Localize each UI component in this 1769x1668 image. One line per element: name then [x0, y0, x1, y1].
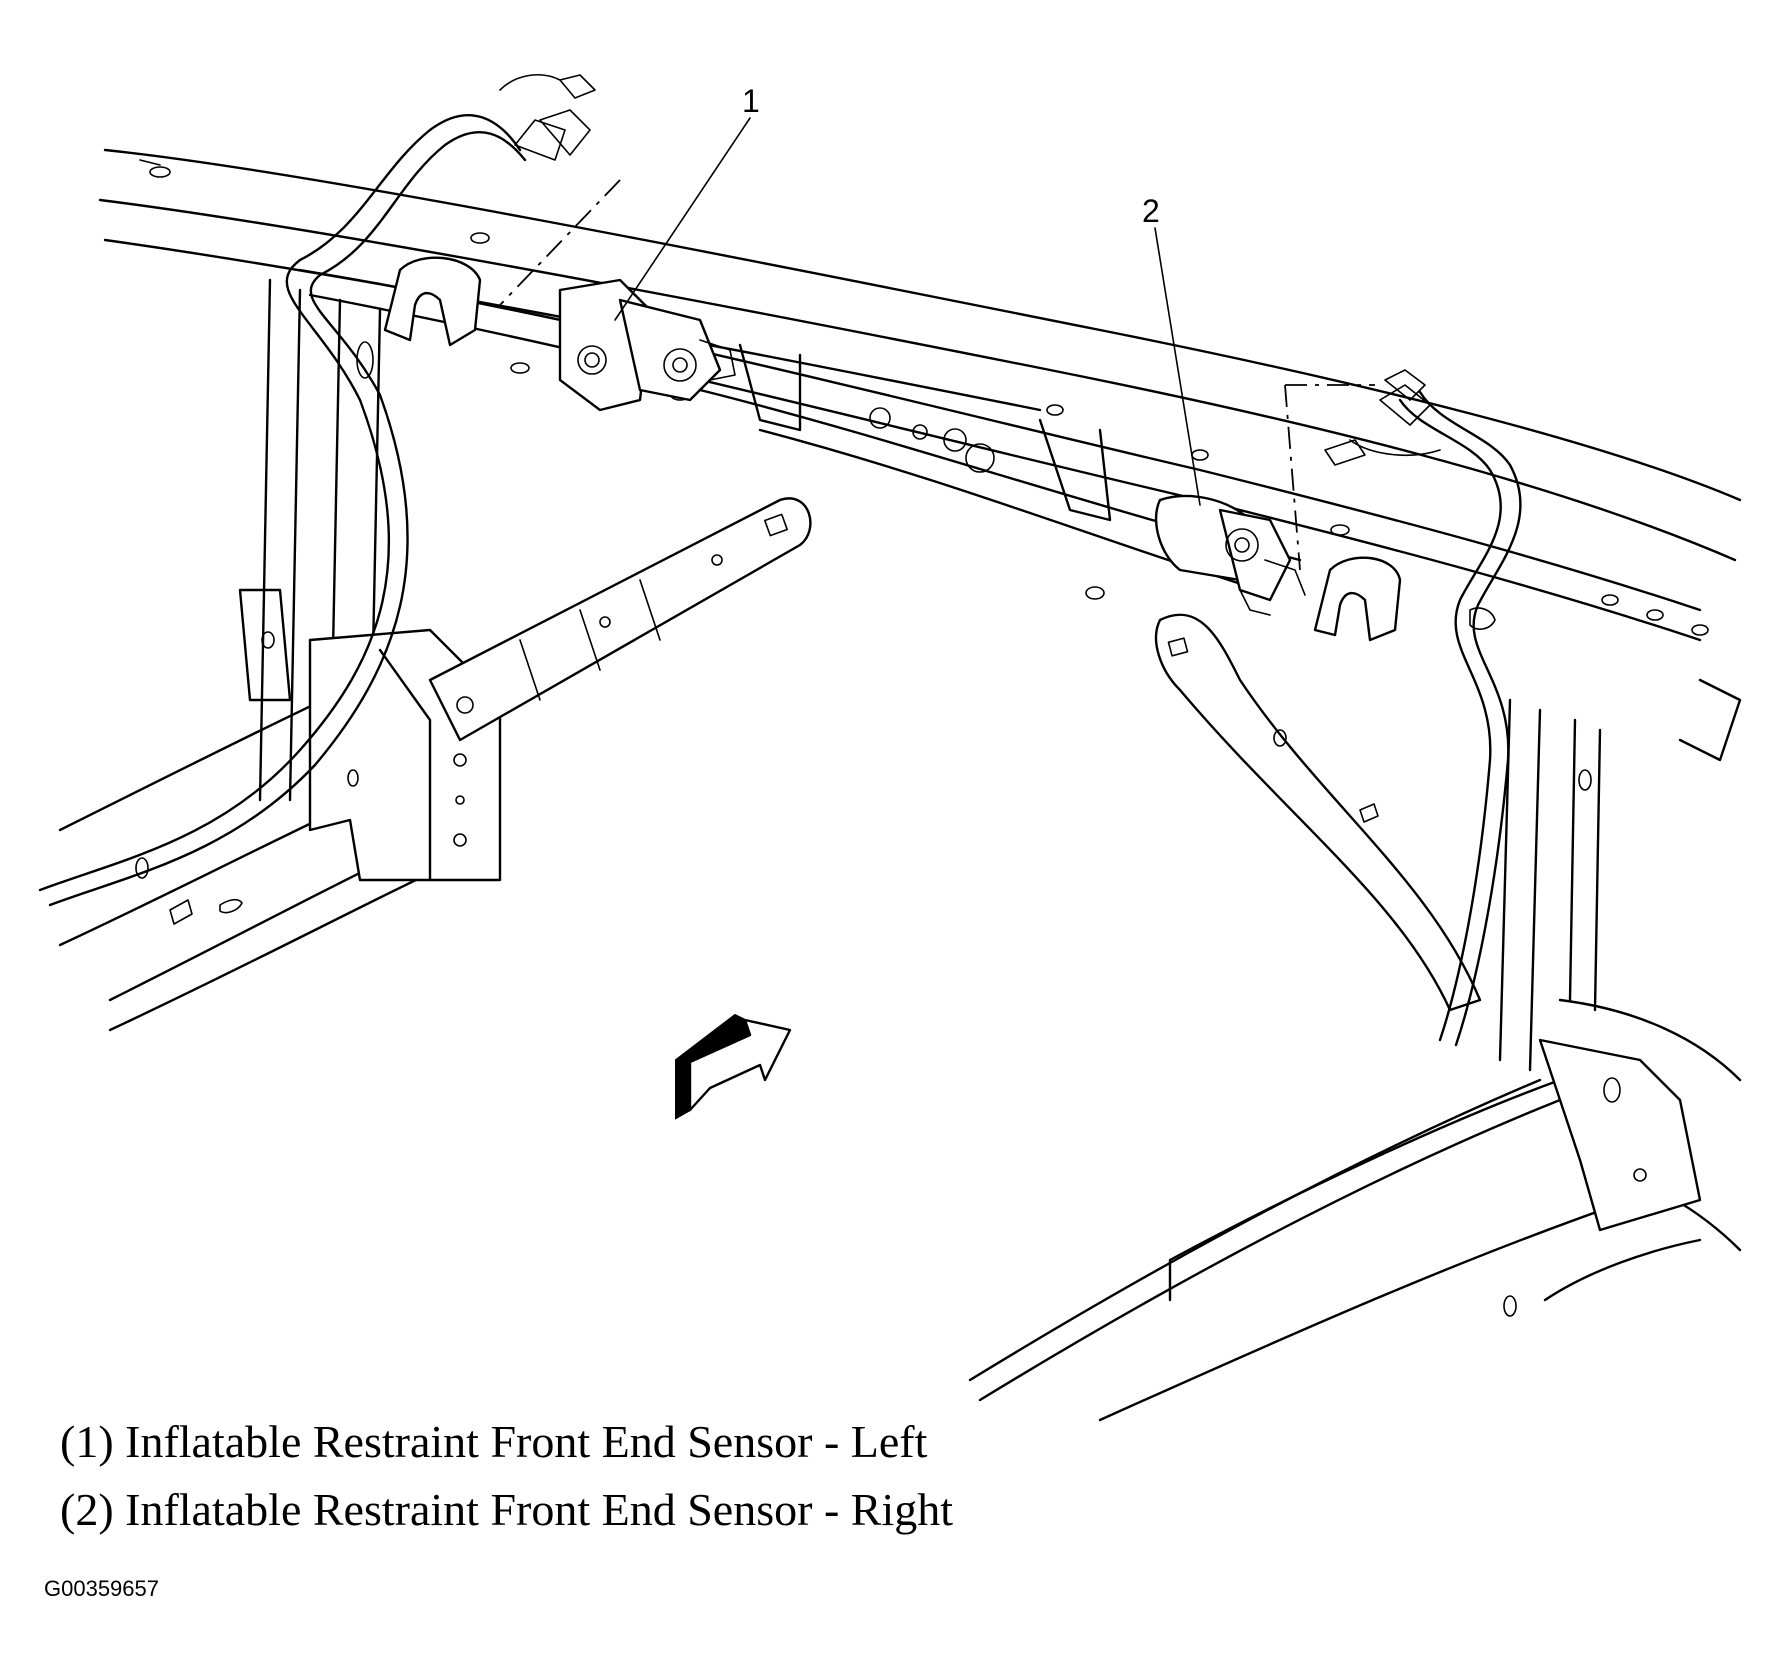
right-wiring-harness: [1324, 369, 1522, 1047]
right-vertical-support: [1498, 698, 1602, 1072]
legend: (1) Inflatable Restraint Front End Senso…: [60, 1408, 953, 1544]
upper-radiator-support: [98, 148, 1742, 762]
figure-id: G00359657: [44, 1576, 159, 1601]
legend-item-left-sensor: (1) Inflatable Restraint Front End Senso…: [60, 1416, 928, 1467]
callout-1-number: 1: [742, 83, 760, 119]
callout-1-leader: [614, 117, 751, 321]
front-direction-arrow-icon: [675, 1013, 792, 1120]
right-connector-leader: [1284, 384, 1301, 571]
right-front-end-sensor: [1154, 494, 1306, 616]
diagonal-brace: [428, 497, 812, 742]
left-harness-clip: [383, 256, 482, 347]
right-brace: [1154, 613, 1482, 1012]
left-connector-leader: [499, 179, 621, 306]
right-harness-clip: [1313, 556, 1402, 642]
right-frame-rail: [968, 998, 1742, 1422]
callout-2-leader: [1154, 227, 1201, 506]
callout-2-number: 2: [1142, 193, 1160, 229]
left-front-end-sensor: [558, 278, 736, 412]
legend-item-right-sensor: (2) Inflatable Restraint Front End Senso…: [60, 1484, 954, 1535]
left-wiring-harness: [38, 74, 596, 907]
